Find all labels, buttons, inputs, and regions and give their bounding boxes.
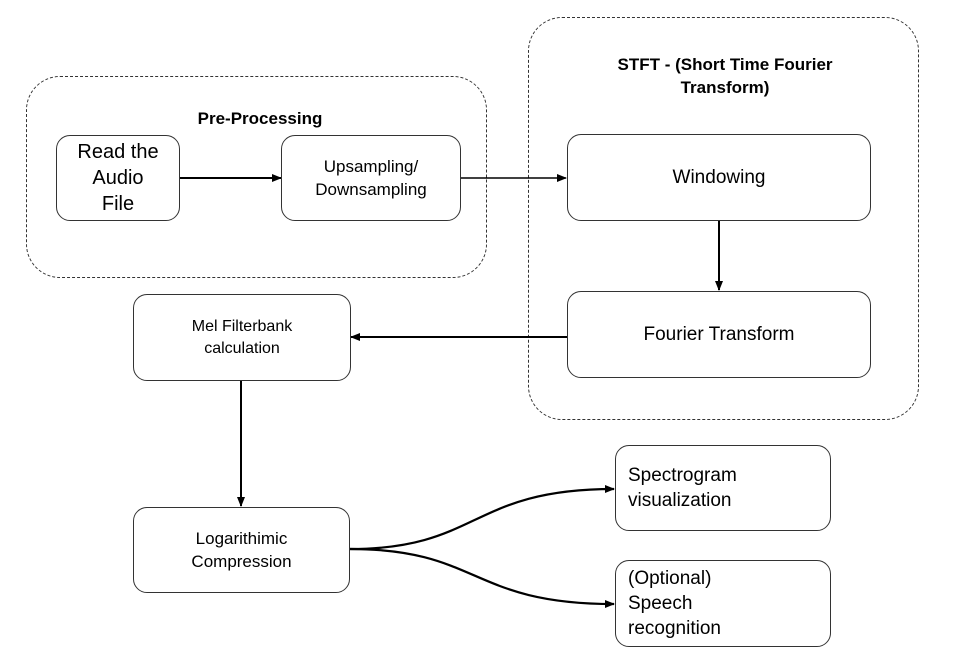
read-audio-label: Read the Audio File	[77, 141, 159, 215]
mel-filterbank-node: Mel Filterbank calculation	[133, 294, 351, 381]
pre-processing-group	[26, 76, 487, 278]
stft-title: STFT - (Short Time Fourier Transform)	[617, 55, 833, 97]
speech-recognition-node: (Optional) Speech recognition	[615, 560, 831, 647]
spectrogram-label: Spectrogram visualization	[628, 465, 737, 511]
pre-processing-title: Pre-Processing	[197, 109, 323, 128]
spectrogram-node: Spectrogram visualization	[615, 445, 831, 531]
edge-log-to-spectrogram	[349, 485, 615, 551]
read-audio-node: Read the Audio File	[56, 135, 180, 221]
speech-recognition-label: (Optional) Speech recognition	[628, 568, 721, 639]
log-compression-node: Logarithimic Compression	[133, 507, 350, 593]
log-compression-label: Logarithimic Compression	[191, 529, 292, 571]
fourier-transform-label: Fourier Transform	[643, 324, 795, 345]
windowing-node: Windowing	[567, 134, 871, 221]
mel-filterbank-label: Mel Filterbank calculation	[191, 317, 293, 357]
edge-log-to-speech	[349, 547, 615, 608]
windowing-label: Windowing	[672, 167, 766, 188]
resampling-label: Upsampling/ Downsampling	[315, 157, 427, 199]
stft-group	[528, 17, 919, 420]
resampling-node: Upsampling/ Downsampling	[281, 135, 461, 221]
fourier-transform-node: Fourier Transform	[567, 291, 871, 378]
